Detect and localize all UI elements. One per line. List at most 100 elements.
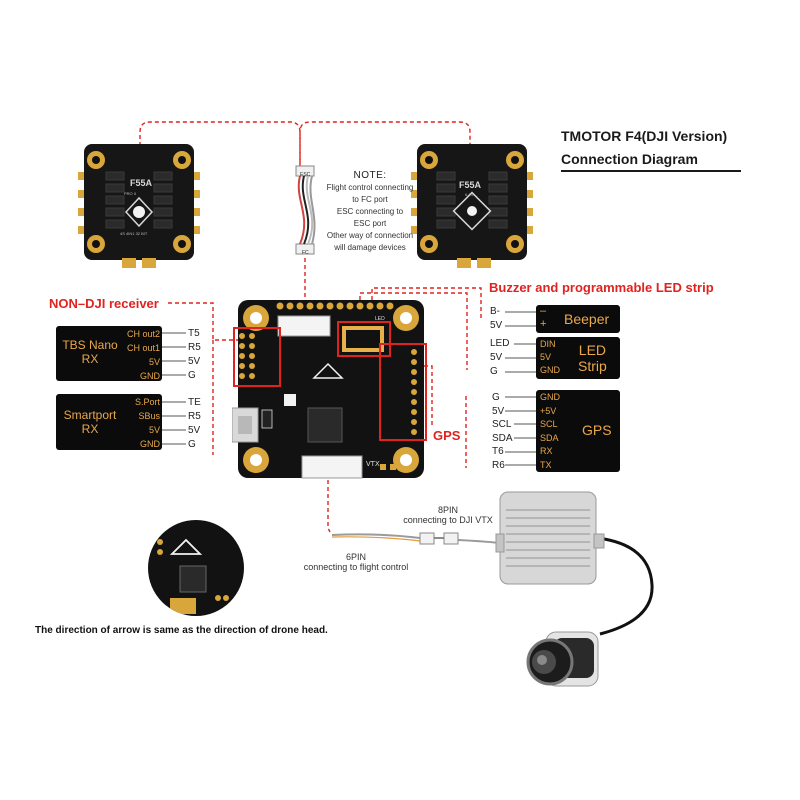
beeper-pin-label: – xyxy=(540,305,547,317)
led-strip-name: LED Strip xyxy=(578,342,607,374)
esc-fc-connector xyxy=(295,165,316,255)
led-pin-label: GND xyxy=(540,365,560,375)
dji-vtx-unit xyxy=(495,491,605,585)
buzzer-led-title: Buzzer and programmable LED strip xyxy=(489,280,714,295)
gps-title: GPS xyxy=(433,428,461,443)
wiring-note: NOTE: Flight control connecting to FC po… xyxy=(320,170,420,254)
esc-right: F55A 6-8S xyxy=(411,144,533,268)
gps-fc-pin-list: G 5V SCL SDA T6 R6 xyxy=(492,391,513,473)
pin8-desc: connecting to DJI VTX xyxy=(403,515,493,525)
note-line: Flight control connecting xyxy=(326,183,414,192)
vtx-cable xyxy=(331,533,421,539)
smartport-fc-pin: 5V xyxy=(188,425,201,436)
tbs-nano-name: TBS Nano RX xyxy=(60,338,120,366)
tbs-name-line2: RX xyxy=(81,352,99,366)
beeper-pin-label: + xyxy=(540,318,547,330)
gps-pin-list: GND +5V SCL SDA RX TX xyxy=(540,391,560,473)
esc-left-model: PRO II xyxy=(124,191,136,196)
note-heading: NOTE: xyxy=(353,170,387,181)
smartport-fc-pin: TE xyxy=(188,397,201,408)
esc-right-model: 6-8S xyxy=(465,192,474,197)
smartport-fc-pin-list: TE R5 5V G xyxy=(188,396,201,452)
gps-fc-pin: 5V xyxy=(492,405,505,417)
esc-left-wire xyxy=(139,121,301,170)
tbs-fc-pin: R5 xyxy=(188,342,201,353)
led-pin-label: 5V xyxy=(540,352,552,362)
arrow-detail-inset xyxy=(148,520,244,616)
heading-arrow xyxy=(312,362,344,379)
gps-fc-pin: T6 xyxy=(492,446,504,458)
gps-pin-label: TX xyxy=(540,459,552,470)
smartport-pin-list: S.Port SBus 5V GND xyxy=(122,395,160,451)
tbs-pin-label: 5V xyxy=(148,357,160,367)
gps-fc-pin: SCL xyxy=(492,419,512,431)
pin8-title: 8PIN xyxy=(437,505,458,515)
smartport-pin-label: SBus xyxy=(138,411,160,421)
led-pin-list: DIN 5V GND xyxy=(540,338,560,377)
led-fc-pin: 5V xyxy=(490,352,503,363)
gps-fc-pin: R6 xyxy=(492,459,505,471)
smartport-fc-pin: G xyxy=(188,439,196,450)
camera-cable xyxy=(597,536,654,636)
smartport-pin-label: 5V xyxy=(148,425,160,435)
led-fc-pin: LED xyxy=(490,338,510,349)
gps-fc-pin: G xyxy=(492,392,500,403)
note-line: will damage devices xyxy=(334,243,406,252)
note-line: to FC port xyxy=(352,195,388,204)
diagram-title: TMOTOR F4(DJI Version) xyxy=(561,128,728,144)
gps-pin-label: +5V xyxy=(540,405,557,416)
gps-pin-label: SDA xyxy=(540,432,559,443)
led-name-line1: LED xyxy=(578,342,607,358)
pin6-label: 6PIN connecting to flight control xyxy=(296,552,416,572)
esc-right-brand: F55A xyxy=(459,180,482,190)
tbs-pin-label: CH out1 xyxy=(126,343,160,353)
diagram-subtitle: Connection Diagram xyxy=(561,151,698,167)
beeper-fc-pin: 5V xyxy=(490,320,503,331)
fc-connector-label: FC xyxy=(302,250,309,256)
gps-pin-label: RX xyxy=(540,446,553,457)
receiver-pin-lines xyxy=(162,332,186,445)
smartport-name-line2: RX xyxy=(81,422,99,436)
receiver-bracket xyxy=(168,302,238,341)
gps-name: GPS xyxy=(582,422,612,438)
tbs-pin-label: CH out2 xyxy=(126,329,160,339)
smartport-pin-label: GND xyxy=(140,439,160,449)
tbs-fc-pin-list: T5 R5 5V G xyxy=(188,327,201,383)
esc-left: F55A PRO II 4S 4IN1 32 BIT xyxy=(78,144,200,268)
smartport-pin-label: S.Port xyxy=(134,397,160,407)
arrow-direction-caption: The direction of arrow is same as the di… xyxy=(35,625,328,636)
led-fc-pin: G xyxy=(490,366,498,377)
esc-left-brand: F55A xyxy=(130,178,153,188)
note-line: ESC connecting to xyxy=(336,207,404,216)
esc-left-spec: 4S 4IN1 32 BIT xyxy=(120,231,148,236)
smartport-name: Smartport RX xyxy=(60,408,120,436)
vtx-board-label: VTX xyxy=(366,461,380,468)
tbs-pin-list: CH out2 CH out1 5V GND xyxy=(122,327,160,383)
pin8-label: 8PIN connecting to DJI VTX xyxy=(398,505,498,525)
gps-box: GND +5V SCL SDA RX TX GPS xyxy=(536,390,620,472)
led-fc-pin-list: LED 5V G xyxy=(490,337,509,379)
led-name-line2: Strip xyxy=(578,358,607,374)
dji-camera xyxy=(526,631,599,687)
right-pin-lines xyxy=(505,311,536,466)
tbs-fc-pin: G xyxy=(188,370,196,381)
cable-plug xyxy=(419,532,459,545)
beeper-pin-list: – + xyxy=(540,305,546,331)
note-line: ESC port xyxy=(353,219,387,228)
tbs-pin-label: GND xyxy=(140,371,160,381)
flight-controller-board: VTX LED xyxy=(232,300,427,479)
pin6-desc: connecting to flight control xyxy=(303,562,409,572)
receiver-pad-highlight xyxy=(233,327,281,387)
title-underline xyxy=(561,170,741,172)
pin6-title: 6PIN xyxy=(345,552,366,562)
smartport-rx-box: Smartport RX S.Port SBus 5V GND xyxy=(56,394,162,450)
beeper-name: Beeper xyxy=(564,311,610,327)
buzzer-pad-highlight xyxy=(337,321,391,357)
gps-pin-label: GND xyxy=(540,392,560,402)
note-line: Other way of connection xyxy=(326,231,414,240)
beeper-box: – + Beeper xyxy=(536,305,620,333)
esc-right-wire xyxy=(299,121,471,170)
led-board-label: LED xyxy=(375,316,385,322)
tbs-fc-pin: 5V xyxy=(188,356,201,367)
